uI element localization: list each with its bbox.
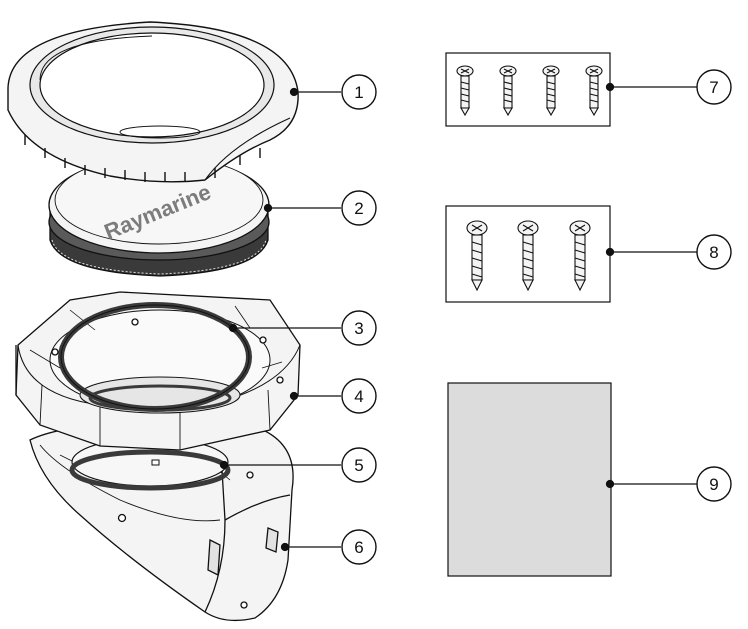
- callout-8: 8: [696, 234, 732, 270]
- leader-lines: [219, 82, 697, 552]
- callout-9: 9: [696, 466, 732, 502]
- screw-icon: [499, 65, 517, 117]
- callout-number: 2: [354, 199, 363, 218]
- screw-icon: [517, 220, 539, 292]
- callout-1: 1: [341, 74, 377, 110]
- callout-number: 5: [354, 456, 363, 475]
- callout-6: 6: [341, 529, 377, 565]
- callout-4: 4: [341, 378, 377, 414]
- screw-icon: [542, 65, 560, 117]
- top-bezel-ring: [7, 21, 299, 183]
- callout-2: 2: [341, 190, 377, 226]
- sensor-unit: Raymarine: [48, 155, 270, 277]
- small-screws-box: [445, 52, 611, 127]
- callout-5: 5: [341, 447, 377, 483]
- callout-number: 9: [709, 475, 718, 494]
- screw-icon: [569, 220, 591, 292]
- callout-7: 7: [696, 69, 732, 105]
- callout-3: 3: [341, 310, 377, 346]
- large-screws-box: [445, 205, 611, 303]
- callout-number: 6: [354, 538, 363, 557]
- callout-number: 8: [709, 243, 718, 262]
- upper-o-ring: [58, 302, 252, 412]
- adaptor-plate: [15, 291, 301, 451]
- screw-icon: [456, 65, 474, 117]
- screw-icon: [466, 220, 488, 292]
- callout-number: 3: [354, 319, 363, 338]
- callout-number: 7: [709, 78, 718, 97]
- callout-number: 4: [354, 387, 363, 406]
- gasket-pad: [447, 382, 612, 577]
- lower-o-ring: [69, 437, 231, 491]
- screw-icon: [585, 65, 603, 117]
- callout-number: 1: [354, 83, 363, 102]
